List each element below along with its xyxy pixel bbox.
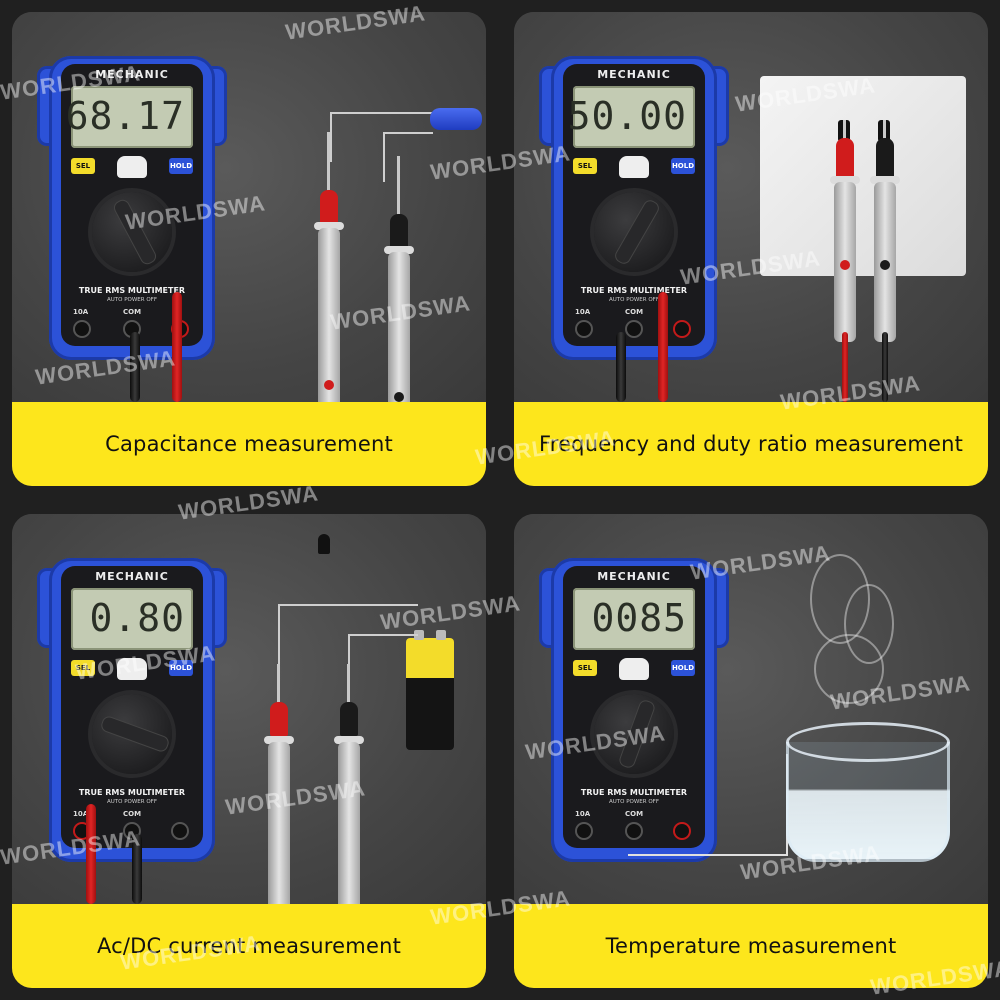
jack-10a-label: 10A — [575, 810, 591, 818]
jack-com-label: COM — [625, 810, 644, 818]
hold-button: HOLD — [671, 660, 695, 676]
sel-button: SEL — [573, 158, 597, 174]
meter-sub-label: AUTO POWER OFF — [106, 799, 157, 805]
multimeter: MECHANIC 68.17 SEL HOLD TRUE RMS MULTIME… — [37, 50, 227, 360]
multimeter: MECHANIC 0085 SEL HOLD TRUE RMS MULTIMET… — [539, 552, 729, 862]
black-probe — [334, 664, 364, 912]
caption-band: Temperature measurement — [514, 904, 988, 988]
meter-model-label: TRUE RMS MULTIMETER — [580, 788, 688, 797]
mascot-logo — [117, 658, 147, 680]
jack-com-label: COM — [625, 308, 644, 316]
meter-brand: MECHANIC — [597, 570, 671, 583]
jack-com-label: COM — [123, 810, 142, 818]
current-photo: MECHANIC 0.80 SEL HOLD TRUE RMS MULTIMET… — [12, 514, 486, 912]
temperature-bead — [318, 534, 330, 554]
rotary-dial — [594, 694, 674, 774]
wall-socket-plate — [760, 76, 966, 276]
frequency-photo: MECHANIC 50.00 SEL HOLD TRUE RMS MULTIME… — [514, 12, 988, 402]
sel-button: SEL — [573, 660, 597, 676]
capacitance-photo: MECHANIC 68.17 SEL HOLD TRUE RMS MULTIME… — [12, 12, 486, 452]
sel-button: SEL — [71, 158, 95, 174]
hold-button: HOLD — [671, 158, 695, 174]
red-probe — [314, 132, 344, 428]
meter-sub-label: AUTO POWER OFF — [106, 297, 157, 303]
mascot-logo — [619, 658, 649, 680]
meter-sub-label: AUTO POWER OFF — [608, 297, 659, 303]
meter-sub-label: AUTO POWER OFF — [608, 799, 659, 805]
hold-button: HOLD — [169, 158, 193, 174]
meter-display: 50.00 — [568, 86, 695, 148]
meter-display: 68.17 — [66, 86, 193, 148]
jack-10a-label: 10A — [73, 810, 89, 818]
capacitor — [430, 108, 482, 130]
meter-model-label: TRUE RMS MULTIMETER — [78, 286, 186, 295]
current-panel: MECHANIC 0.80 SEL HOLD TRUE RMS MULTIMET… — [12, 514, 486, 988]
9v-battery — [406, 630, 454, 750]
meter-reading: 0085 — [591, 596, 687, 640]
meter-reading: 50.00 — [567, 94, 687, 138]
multimeter: MECHANIC 0.80 SEL HOLD TRUE RMS MULTIMET… — [37, 552, 227, 862]
capacitance-panel: MECHANIC 68.17 SEL HOLD TRUE RMS MULTIME… — [12, 12, 486, 486]
meter-brand: MECHANIC — [95, 570, 169, 583]
caption-text: Capacitance measurement — [105, 432, 393, 456]
caption-band: Frequency and duty ratio measurement — [514, 402, 988, 486]
meter-display: 0.80 — [71, 588, 193, 650]
rotary-dial — [92, 694, 172, 774]
rotary-dial — [594, 192, 674, 272]
red-probe — [830, 120, 860, 402]
meter-model-label: TRUE RMS MULTIMETER — [78, 788, 186, 797]
caption-text: Ac/DC current measurement — [96, 934, 402, 958]
multimeter: MECHANIC 50.00 SEL HOLD TRUE RMS MULTIME… — [539, 50, 729, 360]
caption-text: Temperature measurement — [605, 934, 897, 958]
jack-com-label: COM — [123, 308, 142, 316]
mascot-logo — [619, 156, 649, 178]
hold-button: HOLD — [169, 660, 193, 676]
temperature-photo: MECHANIC 0085 SEL HOLD TRUE RMS MULTIMET… — [514, 514, 988, 904]
water-beaker — [786, 722, 950, 862]
sel-button: SEL — [71, 660, 95, 676]
meter-brand: MECHANIC — [95, 68, 169, 81]
black-probe — [870, 120, 900, 402]
red-probe — [264, 664, 294, 912]
caption-band: Capacitance measurement — [12, 402, 486, 486]
frequency-panel: MECHANIC 50.00 SEL HOLD TRUE RMS MULTIME… — [514, 12, 988, 486]
jack-10a-label: 10A — [73, 308, 89, 316]
meter-model-label: TRUE RMS MULTIMETER — [580, 286, 688, 295]
meter-brand: MECHANIC — [597, 68, 671, 81]
meter-reading: 0.80 — [89, 596, 185, 640]
meter-reading: 68.17 — [65, 94, 185, 138]
temperature-panel: MECHANIC 0085 SEL HOLD TRUE RMS MULTIMET… — [514, 514, 988, 988]
rotary-dial — [92, 192, 172, 272]
jack-10a-label: 10A — [575, 308, 591, 316]
mascot-logo — [117, 156, 147, 178]
caption-band: Ac/DC current measurement — [12, 904, 486, 988]
caption-text: Frequency and duty ratio measurement — [538, 432, 964, 456]
meter-display: 0085 — [573, 588, 695, 650]
